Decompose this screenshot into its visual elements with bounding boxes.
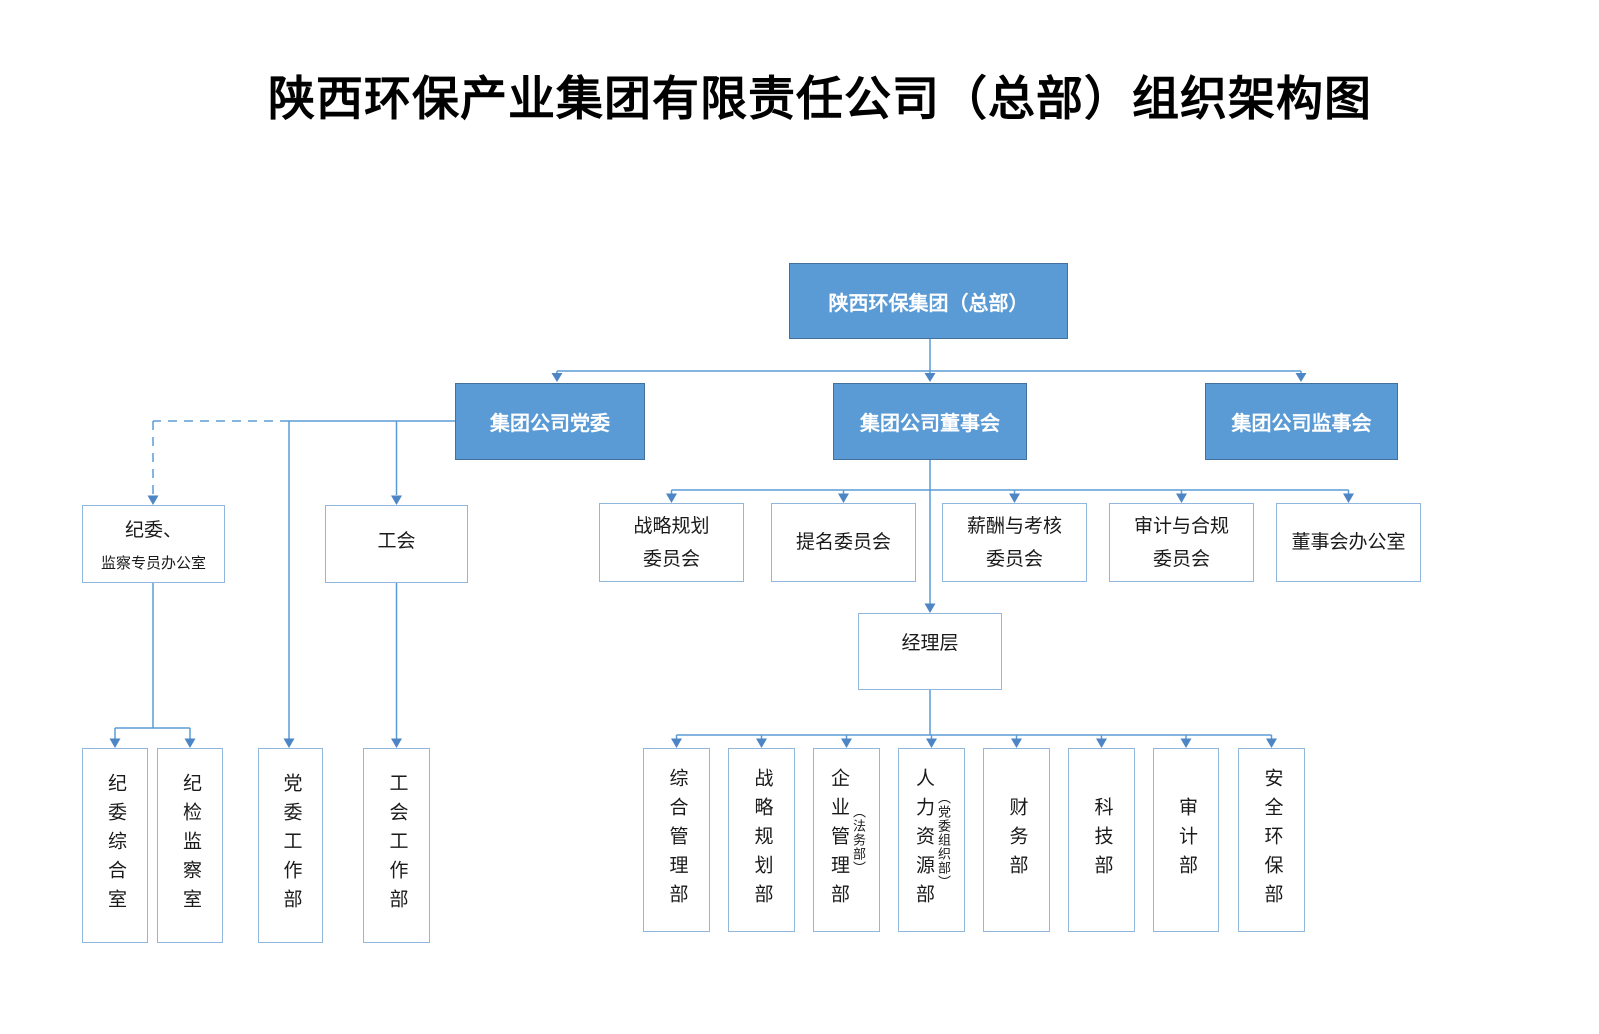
org-box-union-work-dept: 工会工作部 [363, 748, 430, 943]
labor-union-label: 工会 [377, 530, 416, 552]
committee-label-line1: 战略规划 [633, 515, 710, 537]
dept-label: 安全环保部 [1261, 767, 1283, 913]
dept-label: 党委工作部 [280, 773, 302, 918]
committee-label-line2: 委员会 [642, 548, 700, 570]
dept-label: 人力资源部 [913, 767, 934, 913]
org-box-enterprise-management-dept: 企业管理部 （法务部） [813, 748, 880, 932]
committee-label-line2: 委员会 [985, 548, 1043, 570]
org-box-board-of-directors: 集团公司董事会 [833, 383, 1027, 460]
org-box-human-resources-dept: 人力资源部 （党委组织部） [898, 748, 965, 932]
org-box-science-technology-dept: 科技部 [1068, 748, 1135, 932]
org-box-board-office: 董事会办公室 [1276, 503, 1421, 582]
org-box-discipline-inspection-office: 纪检监察室 [157, 748, 223, 943]
dept-label: 综合管理部 [666, 767, 688, 913]
dept-label: 工会工作部 [386, 773, 408, 918]
org-box-supervisory-label: 集团公司监事会 [1231, 413, 1372, 435]
org-box-root-label: 陕西环保集团（总部） [828, 292, 1029, 315]
dept-label: 科技部 [1091, 796, 1113, 884]
org-box-committee-compensation: 薪酬与考核 委员会 [942, 503, 1087, 582]
dept-label: 纪委综合室 [105, 773, 126, 918]
org-box-strategic-planning-dept: 战略规划部 [728, 748, 795, 932]
org-box-committee-strategy: 战略规划 委员会 [599, 503, 744, 582]
discipline-office-line2: 监察专员办公室 [100, 555, 206, 572]
org-box-safety-environment-dept: 安全环保部 [1238, 748, 1305, 932]
management-label: 经理层 [901, 633, 959, 654]
dept-label: 纪检监察室 [180, 773, 201, 918]
dept-label: 财务部 [1006, 796, 1028, 884]
committee-label-line1: 提名委员会 [795, 532, 891, 553]
dept-note: （党委组织部） [936, 791, 951, 889]
dept-note: （法务部） [851, 805, 866, 875]
chart-title: 陕西环保产业集团有限责任公司（总部）组织架构图 [268, 74, 1372, 126]
org-box-finance-dept: 财务部 [983, 748, 1050, 932]
org-box-discipline-office: 纪委、 监察专员办公室 [82, 505, 225, 583]
org-box-party-committee-label: 集团公司党委 [490, 413, 610, 435]
org-box-audit-dept: 审计部 [1153, 748, 1219, 932]
discipline-office-line1: 纪委、 [124, 520, 182, 541]
org-box-management-layer: 经理层 [858, 613, 1002, 690]
org-box-party-committee: 集团公司党委 [455, 383, 645, 460]
org-box-general-management-dept: 综合管理部 [643, 748, 710, 932]
org-box-committee-nomination: 提名委员会 [771, 503, 916, 582]
dept-label: 企业管理部 [828, 767, 849, 913]
org-box-root: 陕西环保集团（总部） [789, 263, 1068, 339]
dept-label: 审计部 [1176, 796, 1197, 884]
org-box-supervisory-board: 集团公司监事会 [1205, 383, 1398, 460]
committee-label-line2: 委员会 [1152, 548, 1210, 570]
org-box-labor-union: 工会 [325, 505, 468, 583]
committee-label-line1: 董事会办公室 [1291, 532, 1406, 553]
org-box-committee-audit-compliance: 审计与合规 委员会 [1109, 503, 1254, 582]
org-box-party-work-dept: 党委工作部 [258, 748, 323, 943]
committee-label-line1: 审计与合规 [1133, 515, 1229, 537]
org-box-board-label: 集团公司董事会 [860, 413, 1000, 435]
dept-label: 战略规划部 [751, 767, 773, 913]
committee-label-line1: 薪酬与考核 [966, 515, 1062, 537]
org-box-discipline-general-office: 纪委综合室 [82, 748, 148, 943]
